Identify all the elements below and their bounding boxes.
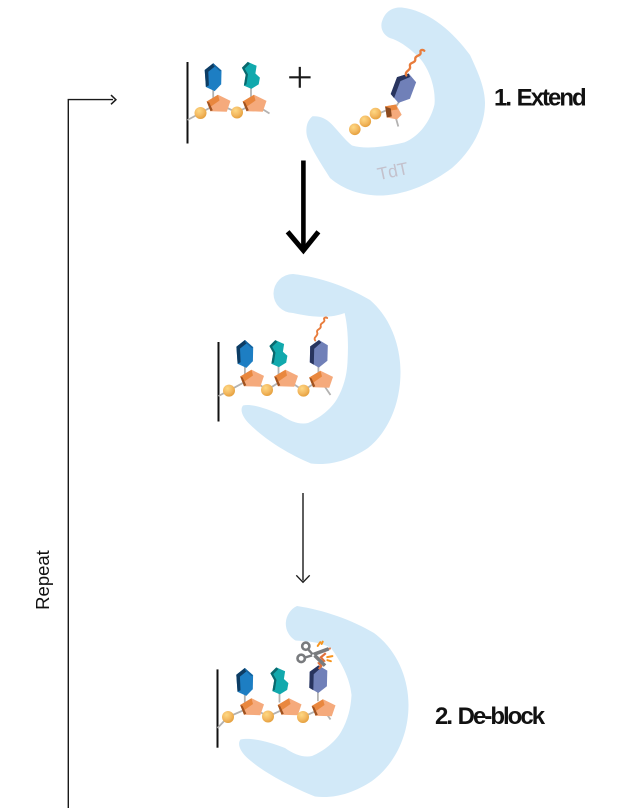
svg-text:Repeat: Repeat	[32, 550, 53, 610]
svg-text:1. Extend: 1. Extend	[494, 85, 586, 112]
svg-text:2. De-block: 2. De-block	[435, 703, 546, 730]
